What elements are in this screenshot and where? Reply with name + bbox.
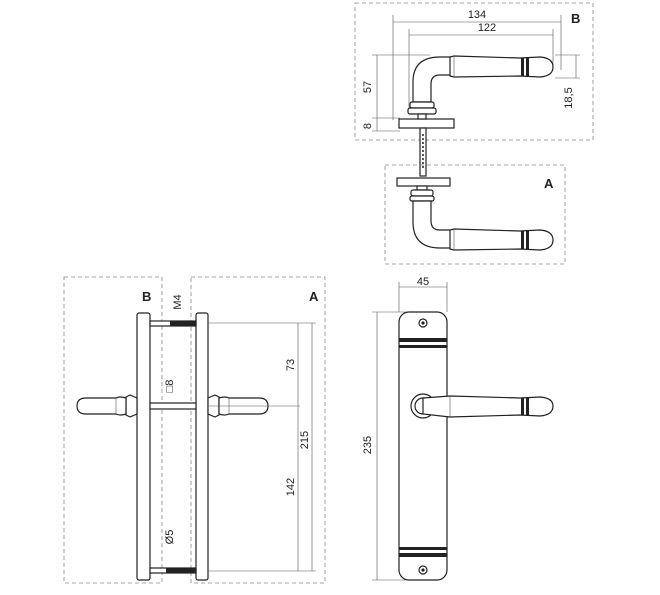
rose-ring-a-2	[409, 195, 435, 202]
dim-73: 73	[285, 359, 297, 371]
dim-134: 134	[468, 9, 486, 21]
backplate	[398, 311, 448, 581]
dim-8: 8	[362, 123, 374, 129]
screw-slot-bottom	[421, 568, 425, 572]
rose-b-side	[125, 394, 138, 418]
grip-band-2	[526, 58, 529, 76]
view-a-tag: A	[544, 176, 554, 191]
lever-b-side	[76, 396, 127, 416]
spindle-top	[419, 127, 427, 177]
front-grip-band-2	[526, 398, 529, 415]
dim-235: 235	[362, 436, 374, 454]
side-view: B A 73 142 215 M4 □8 Ø5	[63, 276, 326, 584]
screw-slot-top	[421, 321, 425, 325]
lever-grip-a	[449, 228, 554, 251]
lever-grip	[449, 55, 554, 78]
view-a-top: A	[384, 164, 566, 265]
dim-diameter-5: Ø5	[164, 530, 176, 545]
view-b-top: B 134 122 57 8 18,5	[354, 2, 594, 141]
front-lever	[422, 395, 554, 418]
spindle-side	[149, 402, 197, 410]
side-view-b-tag: B	[142, 289, 151, 304]
front-view: 45 235	[362, 276, 554, 581]
plate-band-top-1	[399, 338, 447, 342]
rose-ring-upper	[409, 101, 435, 109]
plate-a-section	[195, 312, 209, 581]
view-b-tag: B	[571, 11, 580, 26]
grip-band-a-2	[526, 231, 529, 249]
dim-18-5: 18,5	[563, 87, 575, 108]
plate-band-top-2	[399, 345, 447, 348]
side-view-b-frame	[63, 276, 163, 584]
dim-215: 215	[299, 431, 311, 449]
rose-plate	[398, 118, 455, 129]
front-grip-band-1	[521, 398, 524, 415]
screw-bottom-thread	[166, 568, 196, 573]
rose-plate-a	[396, 177, 451, 187]
lever-neck	[412, 56, 455, 103]
dim-m4: M4	[172, 294, 184, 309]
side-view-a-frame	[190, 276, 326, 584]
dim-45: 45	[417, 276, 429, 288]
plate-band-bottom-1	[399, 547, 447, 550]
rose-neck	[417, 113, 427, 120]
side-view-a-tag: A	[309, 289, 319, 304]
plate-b-section	[136, 312, 151, 581]
lever-neck-a	[412, 200, 455, 249]
view-b-frame	[354, 2, 594, 141]
plate-band-bottom-2	[399, 553, 447, 557]
dim-square-8: □8	[164, 380, 176, 393]
screw-top-thread	[170, 321, 196, 326]
rose-ring-lower	[407, 107, 437, 115]
rose-ring-a-1	[410, 189, 434, 197]
dim-122: 122	[478, 22, 496, 34]
dim-57: 57	[362, 81, 374, 93]
grip-band-1	[521, 58, 524, 76]
grip-band-a-1	[521, 231, 524, 249]
dim-142: 142	[285, 478, 297, 496]
